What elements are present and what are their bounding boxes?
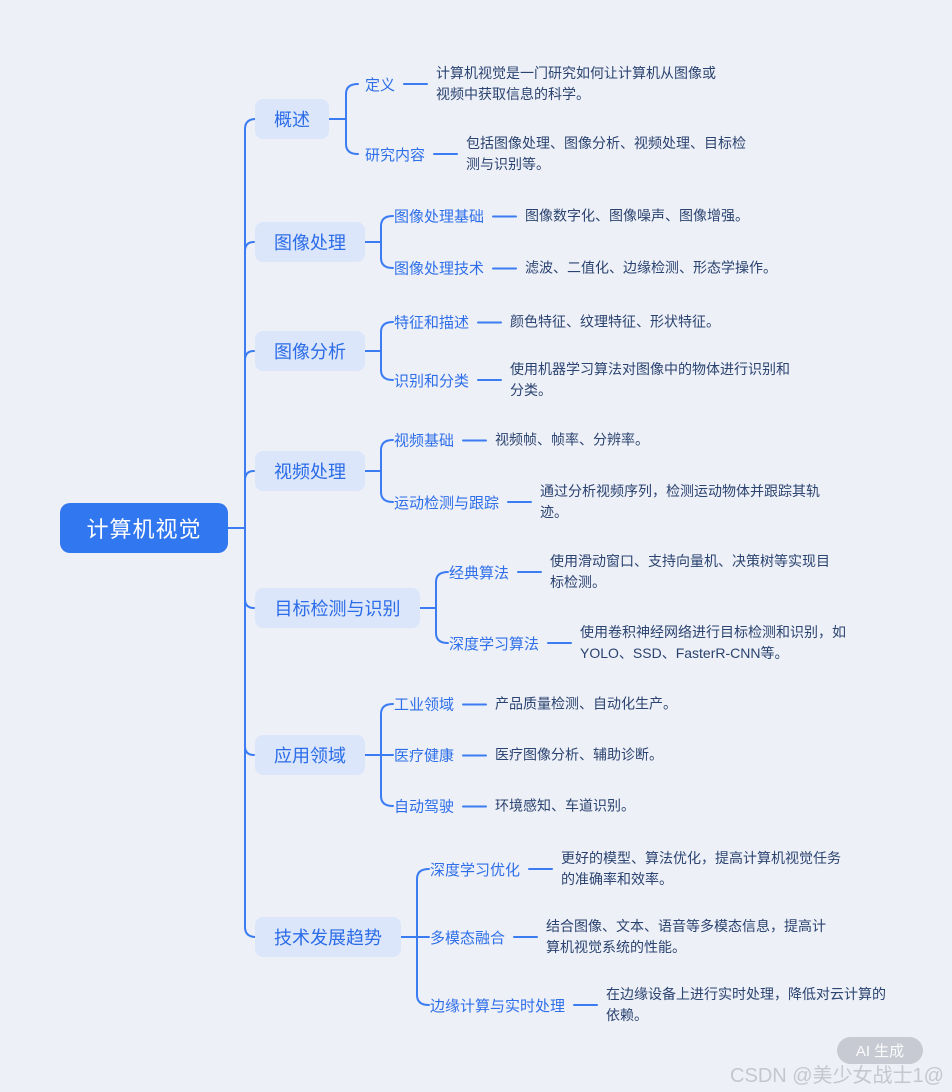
- topic-connector-dash: [528, 868, 554, 870]
- branch-node-overview[interactable]: 概述: [255, 99, 329, 139]
- child-topic-label[interactable]: 识别和分类: [394, 372, 470, 390]
- child-topic-description[interactable]: 颜色特征、纹理特征、形状特征。: [510, 313, 721, 330]
- connector-trunk-stub-4: [244, 470, 255, 481]
- child-topic-description[interactable]: 使用机器学习算法对图像中的物体进行识别和分类。: [510, 361, 791, 398]
- child-row: 特征和描述 颜色特征、纹理特征、形状特征。: [394, 312, 720, 333]
- connector-branch-2: [364, 215, 394, 269]
- topic-connector-dash: [492, 267, 518, 269]
- child-topic-label[interactable]: 工业领域: [394, 696, 455, 714]
- child-topic-description[interactable]: 包括图像处理、图像分析、视频处理、目标检测与识别等。: [466, 135, 747, 172]
- child-row: 自动驾驶 环境感知、车道识别。: [394, 796, 635, 817]
- child-topic-label[interactable]: 边缘计算与实时处理: [430, 997, 566, 1015]
- child-topic-label[interactable]: 特征和描述: [394, 314, 470, 332]
- topic-connector-dash: [507, 501, 533, 503]
- child-topic-description[interactable]: 更好的模型、算法优化，提高计算机视觉任务的准确率和效率。: [561, 850, 842, 887]
- child-topic-label[interactable]: 定义: [365, 76, 396, 94]
- child-topic-label[interactable]: 多模态融合: [430, 929, 506, 947]
- child-topic-label[interactable]: 图像处理基础: [394, 208, 485, 226]
- child-topic-label[interactable]: 运动检测与跟踪: [394, 494, 500, 512]
- topic-connector-dash: [573, 1004, 599, 1006]
- topic-connector-dash: [517, 571, 543, 573]
- child-topic-description[interactable]: 使用滑动窗口、支持向量机、决策树等实现目标检测。: [550, 553, 831, 590]
- topic-connector-dash: [477, 321, 503, 323]
- topic-connector-dash: [492, 215, 518, 217]
- child-topic-description[interactable]: 在边缘设备上进行实时处理，降低对云计算的依赖。: [606, 986, 887, 1023]
- child-topic-label[interactable]: 医疗健康: [394, 747, 455, 765]
- branch-node-video-processing[interactable]: 视频处理: [255, 451, 365, 491]
- child-topic-description[interactable]: 医疗图像分析、辅助诊断。: [495, 746, 664, 763]
- connector-trunk-stub-5: [244, 598, 255, 609]
- child-row: 识别和分类 使用机器学习算法对图像中的物体进行识别和分类。: [394, 359, 796, 401]
- topic-connector-dash: [513, 936, 539, 938]
- connector-branch-7: [400, 868, 430, 1006]
- child-topic-description[interactable]: 使用卷积神经网络进行目标检测和识别，如YOLO、SSD、FasterR-CNN等…: [580, 624, 847, 661]
- child-topic-label[interactable]: 深度学习优化: [430, 861, 521, 879]
- child-row: 研究内容 包括图像处理、图像分析、视频处理、目标检测与识别等。: [365, 133, 752, 175]
- child-topic-label[interactable]: 图像处理技术: [394, 260, 485, 278]
- ai-generated-badge: AI 生成: [837, 1037, 923, 1064]
- topic-connector-dash: [403, 83, 429, 85]
- branch-node-object-detection[interactable]: 目标检测与识别: [255, 588, 420, 628]
- child-topic-description[interactable]: 视频帧、帧率、分辨率。: [495, 431, 650, 448]
- child-topic-label[interactable]: 经典算法: [449, 564, 510, 582]
- child-topic-description[interactable]: 通过分析视频序列，检测运动物体并跟踪其轨迹。: [540, 483, 821, 520]
- child-topic-description[interactable]: 图像数字化、图像噪声、图像增强。: [525, 207, 750, 224]
- topic-connector-dash: [433, 153, 459, 155]
- branch-node-trends[interactable]: 技术发展趋势: [255, 917, 401, 957]
- child-topic-description[interactable]: 环境感知、车道识别。: [495, 797, 636, 814]
- topic-connector-dash: [462, 754, 488, 756]
- topic-connector-dash: [547, 642, 573, 644]
- child-row: 深度学习优化 更好的模型、算法优化，提高计算机视觉任务的准确率和效率。: [430, 848, 847, 890]
- topic-connector-dash: [462, 805, 488, 807]
- child-topic-label[interactable]: 自动驾驶: [394, 798, 455, 816]
- child-topic-label[interactable]: 研究内容: [365, 146, 426, 164]
- child-row: 图像处理技术 滤波、二值化、边缘检测、形态学操作。: [394, 258, 777, 279]
- connector-branch-3: [364, 321, 394, 381]
- child-row: 视频基础 视频帧、帧率、分辨率。: [394, 430, 649, 451]
- child-topic-label[interactable]: 视频基础: [394, 432, 455, 450]
- branch-node-image-processing[interactable]: 图像处理: [255, 222, 365, 262]
- child-topic-label[interactable]: 深度学习算法: [449, 635, 540, 653]
- connector-branch-5: [419, 571, 449, 644]
- connector-trunk-stub-6: [244, 745, 255, 756]
- child-row: 图像处理基础 图像数字化、图像噪声、图像增强。: [394, 206, 749, 227]
- topic-connector-dash: [462, 439, 488, 441]
- csdn-watermark: CSDN @美少女战士1@: [730, 1065, 944, 1087]
- child-row: 边缘计算与实时处理 在边缘设备上进行实时处理，降低对云计算的依赖。: [430, 984, 892, 1026]
- child-row: 深度学习算法 使用卷积神经网络进行目标检测和识别，如YOLO、SSD、Faste…: [449, 622, 866, 664]
- child-row: 定义 计算机视觉是一门研究如何让计算机从图像或视频中获取信息的科学。: [365, 63, 722, 105]
- connector-branch-1: [328, 83, 359, 155]
- connector-trunk-stub-2: [244, 241, 255, 252]
- child-row: 工业领域 产品质量检测、自动化生产。: [394, 694, 677, 715]
- branch-node-image-analysis[interactable]: 图像分析: [255, 331, 365, 371]
- branch-node-applications[interactable]: 应用领域: [255, 735, 365, 775]
- topic-connector-dash: [462, 703, 488, 705]
- child-row: 经典算法 使用滑动窗口、支持向量机、决策树等实现目标检测。: [449, 551, 836, 593]
- root-node[interactable]: 计算机视觉: [60, 503, 228, 553]
- connector-trunk-stub-3: [244, 350, 255, 361]
- connector-branch-6: [364, 703, 394, 807]
- child-topic-description[interactable]: 计算机视觉是一门研究如何让计算机从图像或视频中获取信息的科学。: [436, 65, 717, 102]
- child-topic-description[interactable]: 产品质量检测、自动化生产。: [495, 695, 678, 712]
- child-topic-description[interactable]: 结合图像、文本、语音等多模态信息，提高计算机视觉系统的性能。: [546, 918, 827, 955]
- child-row: 运动检测与跟踪 通过分析视频序列，检测运动物体并跟踪其轨迹。: [394, 481, 826, 523]
- child-row: 多模态融合 结合图像、文本、语音等多模态信息，提高计算机视觉系统的性能。: [430, 916, 832, 958]
- topic-connector-dash: [477, 379, 503, 381]
- child-topic-description[interactable]: 滤波、二值化、边缘检测、形态学操作。: [525, 259, 778, 276]
- child-row: 医疗健康 医疗图像分析、辅助诊断。: [394, 745, 663, 766]
- connector-branch-4: [364, 439, 394, 503]
